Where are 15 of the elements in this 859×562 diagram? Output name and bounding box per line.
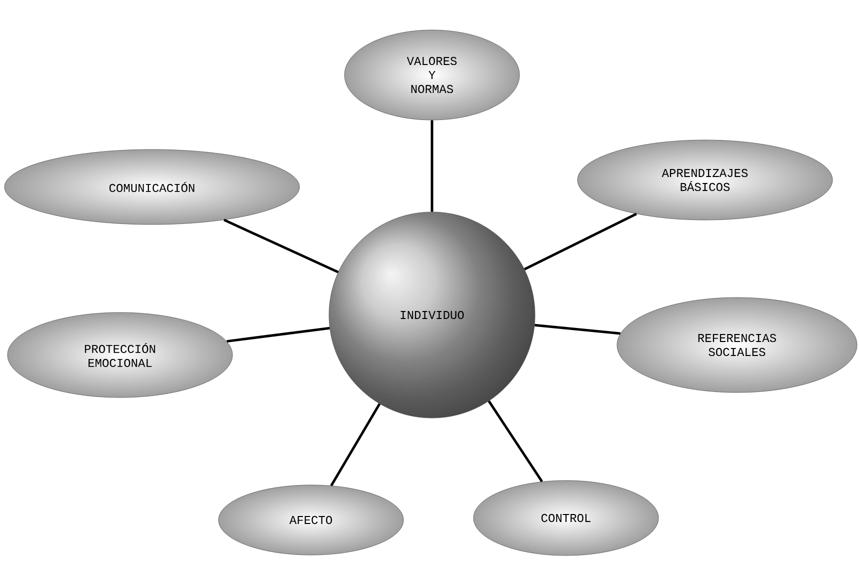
connector-line [488,400,544,482]
connector-line [524,212,637,270]
ellipse-node: COMUNICACIÓN [4,149,300,225]
ellipse-node: PROTECCIÓN EMOCIONAL [7,312,233,398]
ellipse-node: AFECTO [218,484,404,556]
connector-line [534,324,620,335]
ellipse-node: CONTROL [473,480,659,556]
connector-line [226,326,330,343]
ellipse-node: APRENDIZAJES BÁSICOS [577,140,833,220]
sphere: INDIVIDUO [328,212,536,418]
connector-line [430,120,434,212]
ellipse-node: REFERENCIAS SOCIALES [616,297,858,393]
connector-line [330,403,381,486]
ellipse-node: VALORES Y NORMAS [344,30,520,120]
connector-line [223,218,339,274]
